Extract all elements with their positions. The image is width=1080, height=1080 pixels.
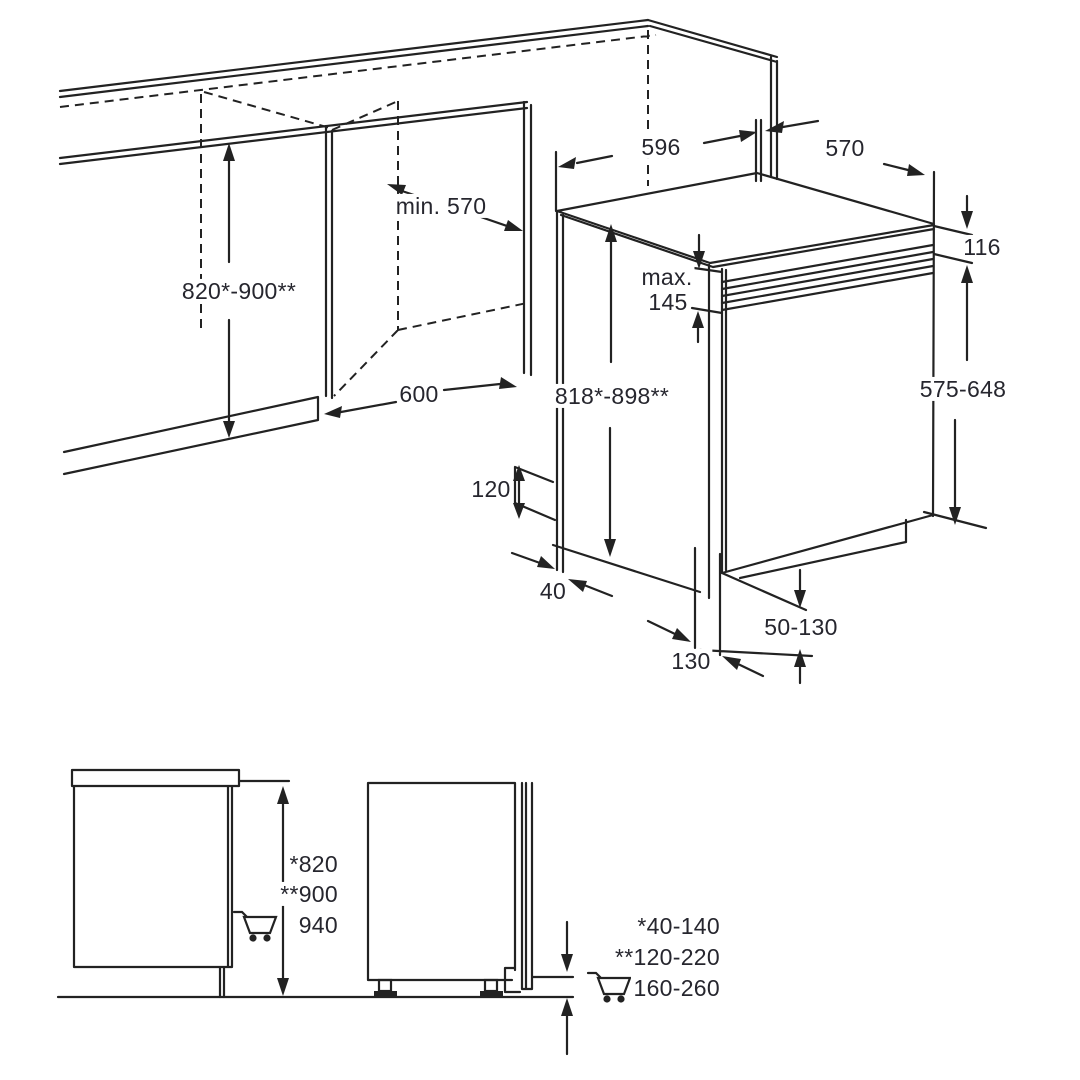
dim-counter-height: 820*-900**: [179, 277, 299, 304]
worktop-outline: [58, 18, 650, 166]
niche-walls: [324, 100, 533, 400]
hidden-edges-dashed: [59, 30, 657, 397]
dim-height-star: *820: [287, 850, 340, 877]
dim-base-recess-depth: 40: [537, 577, 569, 604]
control-panel-lines: [720, 243, 935, 312]
shopping-cart-icon: [232, 910, 278, 943]
dim-height-doublestar: **900: [278, 880, 340, 907]
dim-control-panel-max: max.: [639, 263, 695, 290]
dim-plinth-recess-depth: 130: [669, 647, 713, 674]
dishwasher-side-view: [366, 781, 534, 997]
dim-plinth-height-range: 50-130: [762, 613, 840, 640]
dim-niche-width: 600: [397, 380, 441, 407]
shopping-cart-icon: [586, 971, 632, 1004]
arrowheads: [223, 121, 973, 1016]
dim-base-recess-height: 120: [469, 475, 513, 502]
dim-clearance-star: *40-140: [635, 912, 722, 939]
dim-appliance-width: 596: [639, 133, 683, 160]
dim-clearance-max: 160-260: [631, 974, 722, 1001]
dim-door-panel-height: 575-648: [917, 375, 1009, 402]
dim-control-panel-value: 145: [646, 288, 690, 315]
dim-appliance-depth: 570: [823, 134, 867, 161]
dim-niche-depth: min. 570: [393, 192, 489, 219]
dimension-ticks: [237, 118, 988, 979]
dim-clearance-doublestar: **120-220: [612, 943, 722, 970]
dim-height-max: 940: [296, 911, 340, 938]
cabinet-plinth-strip: [62, 395, 320, 476]
tall-cabinet-outline: [646, 18, 779, 181]
base-cabinet-side-view: [70, 768, 241, 999]
dim-appliance-height: 818*-898**: [552, 382, 672, 409]
dim-worktop-clearance: 116: [961, 233, 1003, 260]
